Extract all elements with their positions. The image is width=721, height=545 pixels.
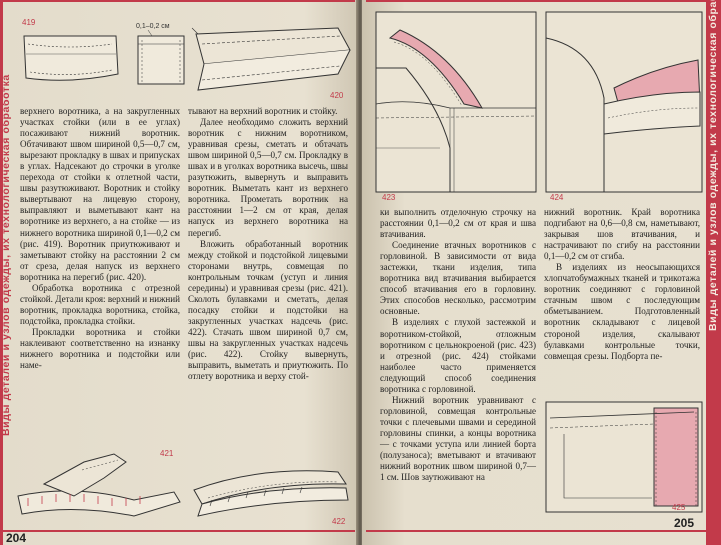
figure-425-drawing: 425 [545, 401, 703, 513]
left-col2-paragraph-3: Вложить обработанный воротник между стой… [188, 238, 348, 382]
right-page: Виды деталей и узлов одежды, их технолог… [362, 0, 721, 545]
left-page: Виды деталей и узлов одежды, их технолог… [0, 0, 358, 545]
left-red-border [0, 0, 3, 545]
right-col1-paragraph-1: ки выполнить отделочную строчку на расст… [380, 207, 536, 240]
figure-425: 425 [544, 398, 704, 516]
figure-419: 419 0,1–0,2 см [20, 14, 185, 94]
figure-423-number: 423 [382, 193, 396, 202]
figure-424-number: 424 [550, 193, 564, 202]
right-page-number: 205 [674, 516, 695, 530]
left-col2-paragraph-1: тывают на верхний воротник и стойку. [188, 106, 338, 116]
right-red-top-rule [366, 0, 706, 2]
left-red-bottom-rule [3, 530, 355, 532]
right-red-side-band [706, 0, 721, 545]
figure-421-drawing: 421 [17, 449, 181, 517]
figure-421-number: 421 [160, 449, 174, 458]
right-text-column-1: ки выполнить отделочную строчку на расст… [380, 207, 536, 483]
left-col1-paragraph-2: Обработка воротника с отрезной стойкой. … [20, 282, 180, 326]
figure-421: 421 [14, 444, 184, 528]
left-text-column-1: верхнего воротника, а на закругленных уч… [20, 106, 180, 371]
figure-424: 424 [544, 8, 704, 204]
left-col1-paragraph-3: Прокладки воротника и стойки наклеивают … [20, 326, 180, 371]
right-text-column-2: нижний воротник. Край воротника подгибаю… [544, 207, 700, 362]
right-col1-paragraph-2: Соединение втачных воротников с горловин… [380, 240, 536, 317]
figure-420-number: 420 [330, 91, 344, 100]
figure-422: 422 [188, 444, 353, 528]
right-red-bottom-rule [366, 530, 706, 532]
book-gutter [356, 0, 364, 545]
figure-422-number: 422 [332, 517, 346, 526]
figure-424-drawing: 424 [545, 11, 703, 202]
figure-420-drawing: 420 [191, 27, 351, 100]
side-running-title: Виды деталей и узлов одежды, их технолог… [0, 74, 12, 436]
figure-423-drawing: 423 [375, 11, 537, 202]
side-running-title-right: Виды деталей и узлов одежды, их технолог… [707, 0, 719, 331]
figure-419-number: 419 [22, 18, 36, 27]
figure-425-number: 425 [672, 503, 686, 512]
figure-423: 423 [370, 8, 540, 204]
left-col2-paragraph-2: Далее необходимо сложить верхний воротни… [188, 117, 348, 238]
figure-419-drawing: 419 0,1–0,2 см [22, 18, 185, 85]
right-col2-paragraph-1: нижний воротник. Край воротника подгибаю… [544, 207, 700, 262]
figure-420: 420 [188, 20, 353, 100]
left-col1-paragraph-1: верхнего воротника, а на закругленных уч… [20, 106, 180, 282]
right-col1-paragraph-3: В изделиях с глухой застежкой и воротник… [380, 317, 536, 394]
figure-422-drawing: 422 [193, 470, 349, 526]
left-red-top-rule [3, 0, 355, 2]
right-col2-paragraph-2: В изделиях из неосыпающихся хлопчатобума… [544, 262, 700, 361]
left-page-number: 204 [6, 531, 27, 545]
right-col1-paragraph-4: Нижний воротник уравнивают с горловиной,… [380, 394, 536, 483]
left-text-column-2: тывают на верхний воротник и стойку. Дал… [188, 106, 348, 382]
figure-419-label: 0,1–0,2 см [136, 23, 170, 30]
